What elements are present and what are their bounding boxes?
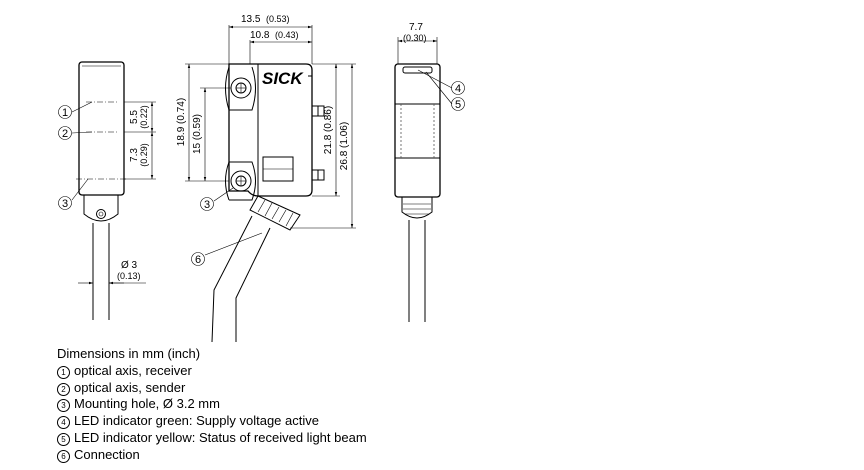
callout-1-front: 1 (62, 107, 68, 119)
legend-text: LED indicator green: Supply voltage acti… (74, 413, 319, 429)
dim-side-hole-spacing: 15 (0.59) (192, 114, 203, 154)
front-view: 5.5 (0.22) 7.3 (0.29) Ø 3 (0.13) 1 2 3 (58, 61, 156, 320)
dim-side-right-inner: 21.8 (0.86) (323, 106, 334, 154)
legend-item: 4 LED indicator green: Supply voltage act… (57, 413, 557, 430)
dim-front-upper-inch: (0.22) (139, 105, 149, 129)
dim-side-width-inner-inch: (0.43) (275, 30, 299, 40)
legend-text: Mounting hole, Ø 3.2 mm (74, 396, 220, 412)
legend-text: optical axis, receiver (74, 362, 192, 378)
dimension-drawing: 5.5 (0.22) 7.3 (0.29) Ø 3 (0.13) 1 2 3 (58, 14, 465, 343)
dim-side-left-height: 18.9 (0.74) (176, 98, 187, 146)
legend-number: 5 (57, 432, 70, 446)
callout-3-side: 3 (204, 199, 210, 211)
sick-logo: SICK (262, 69, 304, 88)
dim-front-lower: 7.3 (129, 148, 140, 162)
legend-item: 3 Mounting hole, Ø 3.2 mm (57, 396, 557, 413)
legend-item: 2 optical axis, sender (57, 380, 557, 397)
legend-title: Dimensions in mm (inch) (57, 346, 201, 361)
legend-text: optical axis, sender (74, 379, 186, 395)
legend-number: 6 (57, 449, 70, 463)
dim-front-upper: 5.5 (129, 110, 140, 124)
callout-3-front: 3 (62, 198, 68, 210)
callout-5-rear: 5 (455, 99, 461, 111)
dim-side-right-outer: 26.8 (1.06) (339, 122, 350, 170)
dim-rear-width: 7.7 (409, 22, 423, 33)
rear-view: 7.7 (0.30) 4 5 (394, 22, 465, 322)
legend-number: 2 (57, 382, 70, 396)
legend-item: 6 Connection (57, 447, 557, 464)
dim-side-width-outer-inch: (0.53) (266, 14, 290, 24)
dim-side-width-inner: 10.8 (250, 30, 270, 41)
callout-6-side: 6 (195, 254, 201, 266)
legend-number: 3 (57, 399, 70, 413)
dim-cable-diameter: Ø 3 (121, 260, 138, 271)
legend-number: 1 (57, 365, 70, 379)
legend: Dimensions in mm (inch) 1 optical axis, r… (57, 346, 557, 464)
legend-text: LED indicator yellow: Status of received… (74, 429, 367, 445)
dim-rear-width-inch: (0.30) (403, 33, 427, 43)
legend-number: 4 (57, 416, 70, 430)
callout-2-front: 2 (62, 128, 68, 140)
dim-side-width-outer: 13.5 (241, 14, 261, 25)
legend-item: 5 LED indicator yellow: Status of receive… (57, 430, 557, 447)
legend-item: 1 optical axis, receiver (57, 363, 557, 380)
callout-4-rear: 4 (455, 83, 461, 95)
side-view: SICK 13.5 (0.53) 10.8 (0.43) (176, 14, 356, 343)
legend-text: Connection (74, 446, 140, 462)
dim-front-lower-inch: (0.29) (139, 143, 149, 167)
dim-cable-diameter-inch: (0.13) (117, 271, 141, 281)
